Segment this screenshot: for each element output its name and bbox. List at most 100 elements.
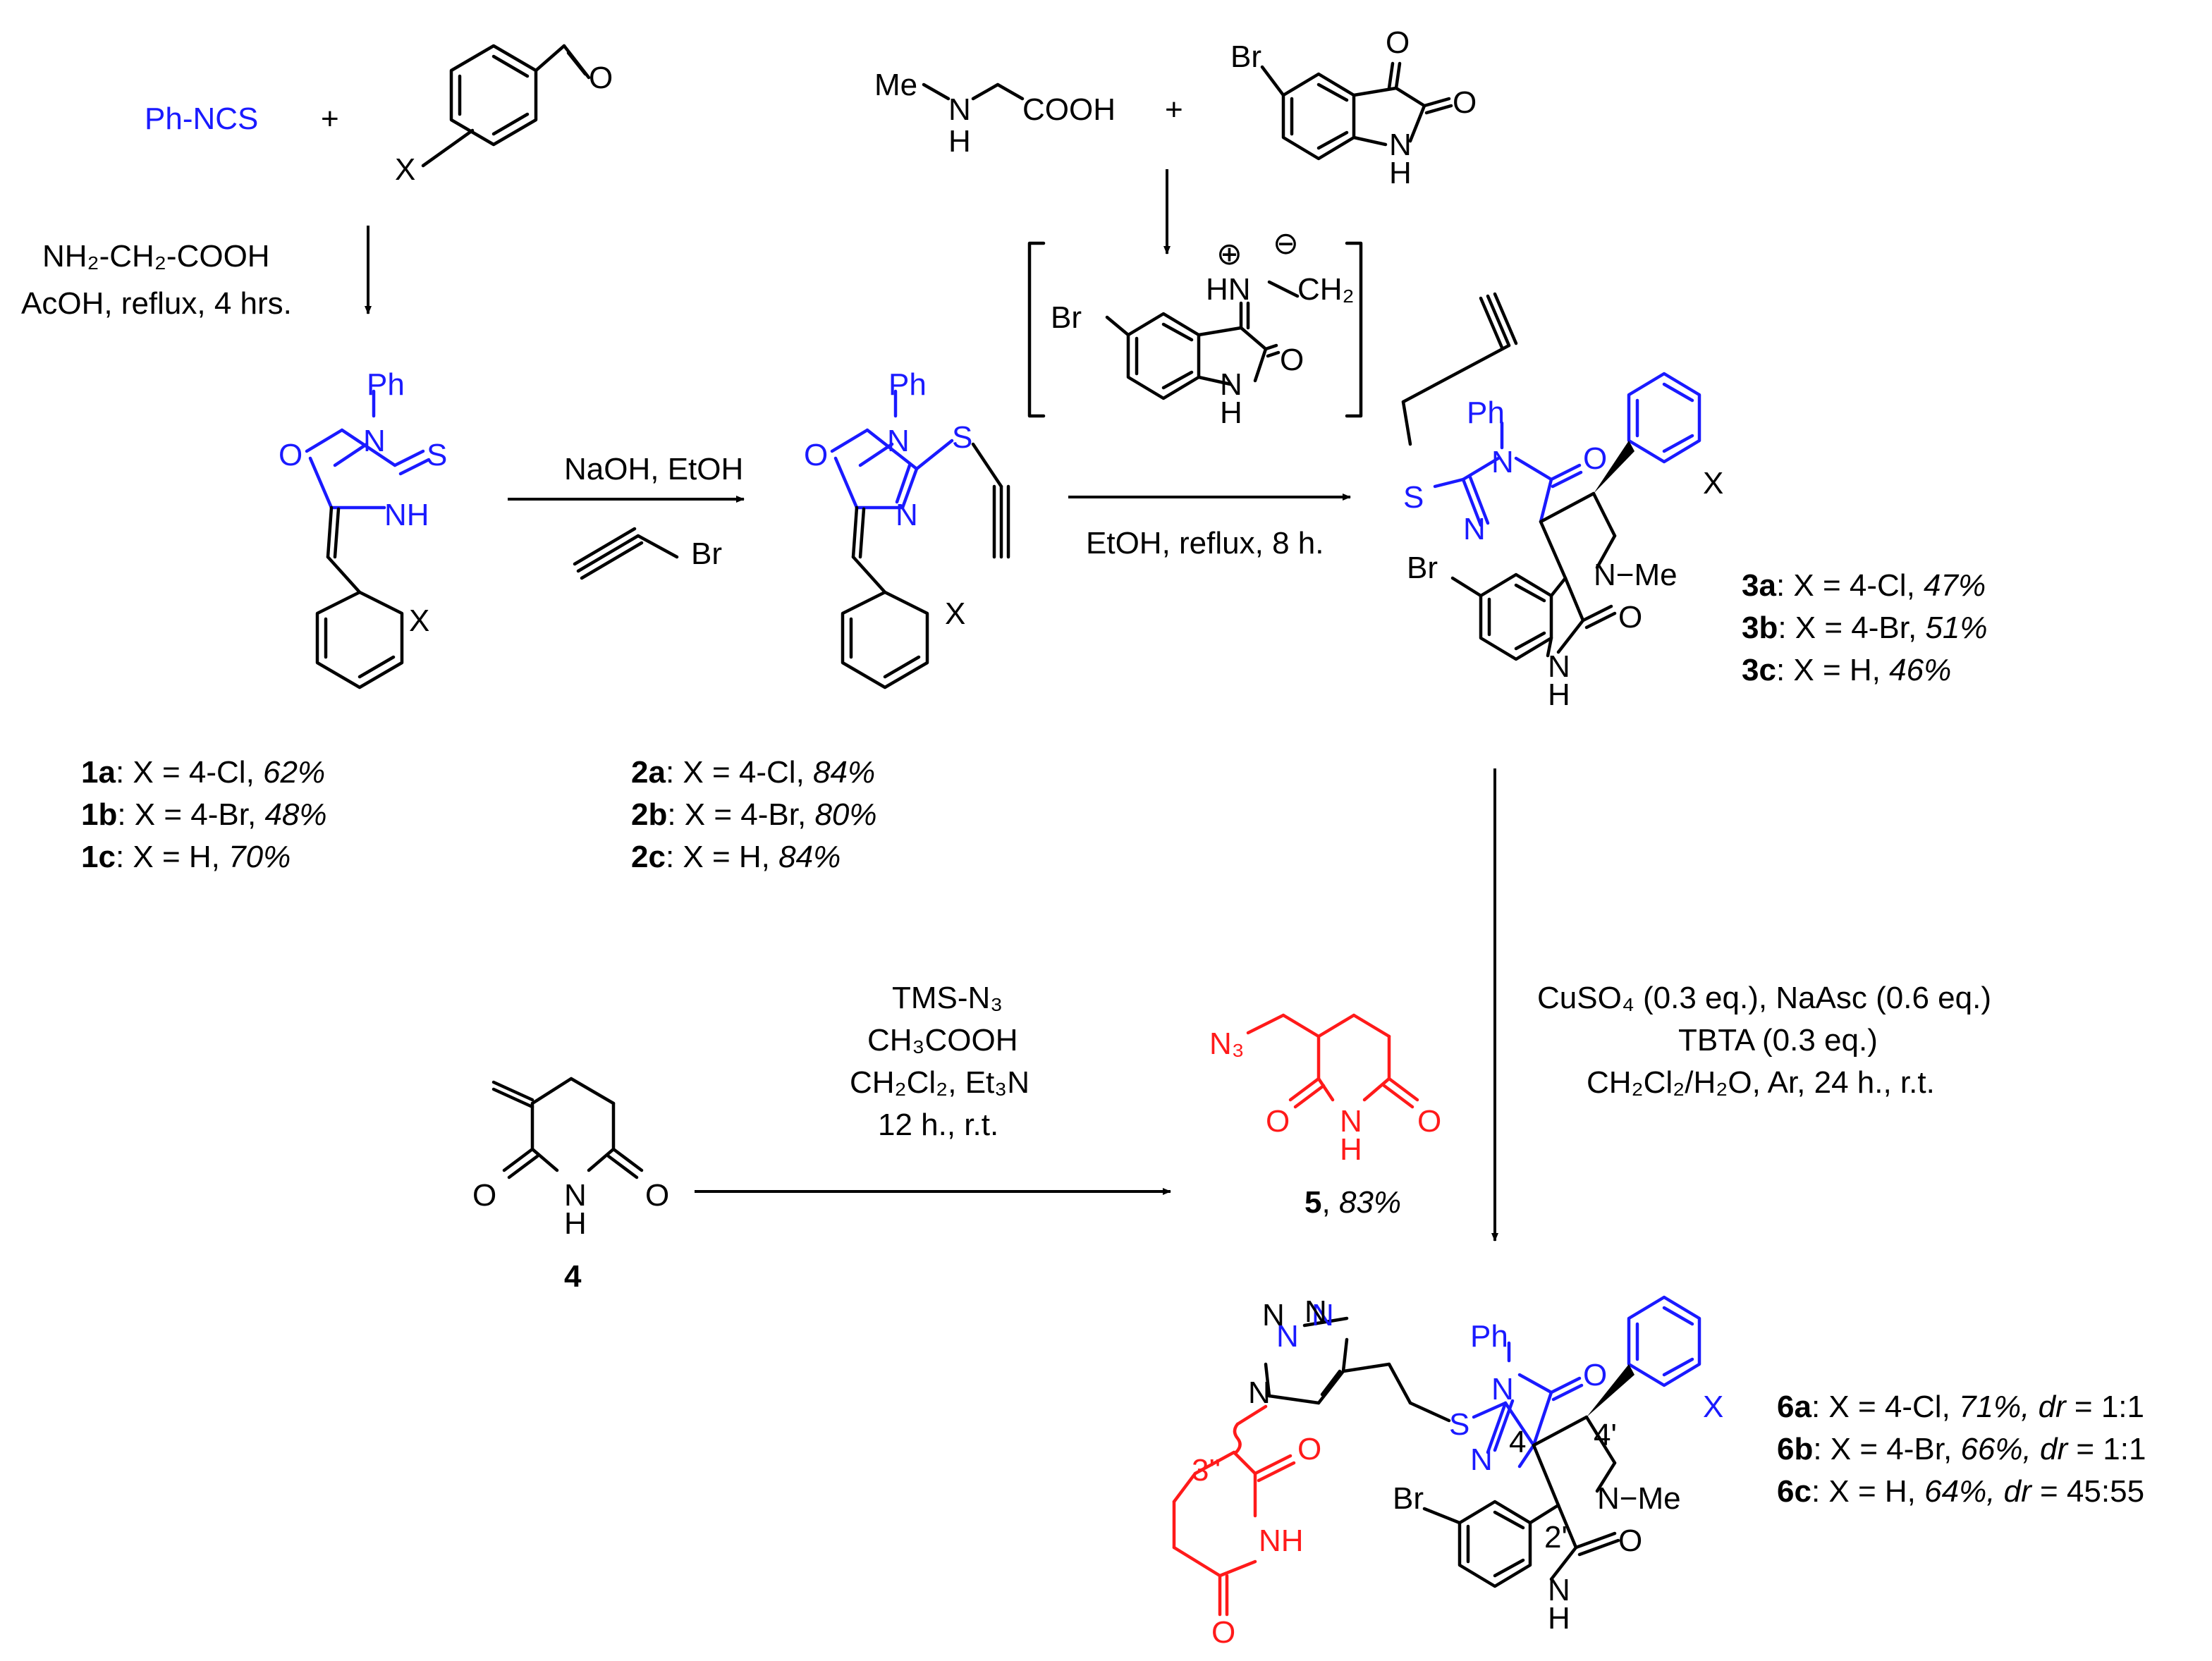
- c3-n3: N: [1463, 512, 1486, 546]
- label-4: 4: [564, 1259, 582, 1294]
- c4-n: N: [564, 1178, 587, 1213]
- c6-glut-nh: NH: [1259, 1524, 1304, 1558]
- c6-triazole-n3-label: N: [1304, 1294, 1327, 1329]
- label-1a: 1a: X = 4-Cl, 62%: [81, 755, 325, 790]
- c6-pos-4: 4: [1509, 1425, 1526, 1459]
- label-2b: 2b: X = 4-Br, 80%: [631, 797, 877, 832]
- ylide-brackets: [1027, 241, 1363, 418]
- c5-n: N: [1340, 1104, 1362, 1139]
- label-5: 5, 83%: [1304, 1185, 1401, 1220]
- c1-oxygen: O: [279, 438, 303, 472]
- ph-ncs-label: Ph-NCS: [145, 102, 258, 136]
- c2-n3: N: [896, 498, 918, 532]
- step4-condition-4: 12 h., r.t.: [878, 1108, 998, 1142]
- compound-5-structure: [1246, 1013, 1419, 1109]
- propargyl-br: Br: [691, 537, 722, 571]
- c3-nh-n: N: [1548, 649, 1570, 684]
- compound-1-labels: 1a: X = 4-Cl, 62% 1b: X = 4-Br, 48% 1c: …: [81, 755, 327, 874]
- c6-nh-h: H: [1548, 1601, 1570, 1636]
- c6-x: X: [1703, 1390, 1723, 1424]
- ylide-n: N: [1220, 367, 1242, 402]
- c4-o1: O: [472, 1178, 496, 1213]
- ylide-structure: [1105, 280, 1300, 400]
- label-3c: 3c: X = H, 46%: [1742, 653, 1951, 687]
- c3-n1: N: [1491, 445, 1514, 479]
- c2-s: S: [952, 420, 972, 455]
- c3-x: X: [1703, 466, 1723, 501]
- isatin-br: Br: [1230, 39, 1261, 74]
- isatin-o2: O: [1453, 85, 1477, 120]
- ylide-h: H: [1220, 396, 1242, 430]
- aldehyde-oxygen: O: [589, 61, 613, 95]
- ylide-plus-charge: ⊕: [1216, 237, 1242, 271]
- step4-condition-3: CH₂Cl₂, Et₃N: [850, 1065, 1029, 1100]
- step3-condition: EtOH, reflux, 8 h.: [1086, 526, 1324, 560]
- c6-triazole-n1-label: N: [1248, 1375, 1271, 1410]
- c5-o1: O: [1266, 1104, 1290, 1139]
- plus-sign: +: [321, 102, 339, 136]
- isatin-n: N: [1389, 128, 1412, 162]
- sarcosine-structure: [922, 82, 1025, 101]
- step5-condition-2: TBTA (0.3 eq.): [1678, 1023, 1878, 1058]
- c6-s: S: [1449, 1407, 1469, 1442]
- bromoisatin-structure: [1260, 61, 1453, 161]
- c6-pos-2prime: 2': [1544, 1520, 1568, 1555]
- c6-br: Br: [1393, 1481, 1424, 1516]
- c6-pos-4prime: 4': [1594, 1418, 1617, 1452]
- label-6a: 6a: X = 4-Cl, 71%, dr = 1:1: [1777, 1390, 2144, 1424]
- sarcosine-cooh: COOH: [1022, 92, 1116, 127]
- isatin-h: H: [1389, 156, 1412, 190]
- ylide-br: Br: [1051, 300, 1082, 335]
- compound-2-structure: [830, 389, 1010, 689]
- c1-ph: Ph: [367, 367, 405, 402]
- c6-pos-3doubleprime: 3'': [1192, 1453, 1221, 1488]
- compound-3-labels: 3a: X = 4-Cl, 47% 3b: X = 4-Br, 51% 3c: …: [1742, 568, 1988, 687]
- step5-condition-3: CH₂Cl₂/H₂O, Ar, 24 h., r.t.: [1587, 1065, 1935, 1100]
- c6-oxygen: O: [1583, 1358, 1607, 1392]
- c6-ph: Ph: [1470, 1319, 1508, 1354]
- c6-triazole-n1: N: [1276, 1319, 1299, 1354]
- compound-6-structure: [1172, 1295, 1701, 1617]
- label-1c: 1c: X = H, 70%: [81, 840, 291, 874]
- c1-nh: NH: [384, 498, 429, 532]
- propargyl-bromide-structure: [573, 527, 679, 580]
- c6-glut-o1: O: [1297, 1432, 1321, 1466]
- c4-o2: O: [645, 1178, 669, 1213]
- c3-oxindole-o: O: [1618, 600, 1642, 635]
- label-6b: 6b: X = 4-Br, 66%, dr = 1:1: [1777, 1432, 2146, 1466]
- aldehyde-x: X: [395, 152, 415, 187]
- isatin-o3: O: [1386, 25, 1410, 60]
- sarcosine-me: Me: [874, 68, 917, 102]
- c3-nh-h: H: [1548, 678, 1570, 712]
- c3-oxygen: O: [1583, 441, 1607, 476]
- c2-oxygen: O: [804, 438, 828, 472]
- step1-condition-2: AcOH, reflux, 4 hrs.: [21, 286, 292, 321]
- benzaldehyde-structure: [421, 44, 591, 168]
- compound-1-structure: [305, 389, 431, 689]
- label-2a: 2a: X = 4-Cl, 84%: [631, 755, 875, 790]
- compound-4-structure: [491, 1077, 644, 1179]
- step4-condition-2: CH₃COOH: [867, 1023, 1018, 1058]
- step4-condition-1: TMS-N₃: [892, 981, 1003, 1015]
- c6-n3: N: [1470, 1442, 1493, 1477]
- c4-h: H: [564, 1206, 587, 1241]
- c2-n1: N: [887, 424, 910, 458]
- compound-6-labels: 6a: X = 4-Cl, 71%, dr = 1:1 6b: X = 4-Br…: [1777, 1390, 2146, 1509]
- step1-condition-1: NH₂-CH₂-COOH: [42, 239, 270, 274]
- plus-sign-2: +: [1165, 92, 1183, 127]
- c1-x: X: [409, 603, 429, 638]
- c3-s: S: [1403, 480, 1424, 515]
- ylide-hn: HN: [1206, 272, 1251, 307]
- c1-n: N: [363, 424, 386, 458]
- c3-nme: N−Me: [1594, 558, 1678, 592]
- label-2c: 2c: X = H, 84%: [631, 840, 841, 874]
- c6-nh-n: N: [1548, 1573, 1570, 1607]
- sarcosine-h: H: [948, 124, 971, 159]
- compound-2-labels: 2a: X = 4-Cl, 84% 2b: X = 4-Br, 80% 2c: …: [631, 755, 877, 874]
- step5-condition-1: CuSO₄ (0.3 eq.), NaAsc (0.6 eq.): [1537, 981, 1991, 1015]
- c1-s: S: [427, 438, 447, 472]
- label-3a: 3a: X = 4-Cl, 47%: [1742, 568, 1986, 603]
- c5-o2: O: [1417, 1104, 1441, 1139]
- c6-triazole-n2-label: N: [1262, 1298, 1285, 1332]
